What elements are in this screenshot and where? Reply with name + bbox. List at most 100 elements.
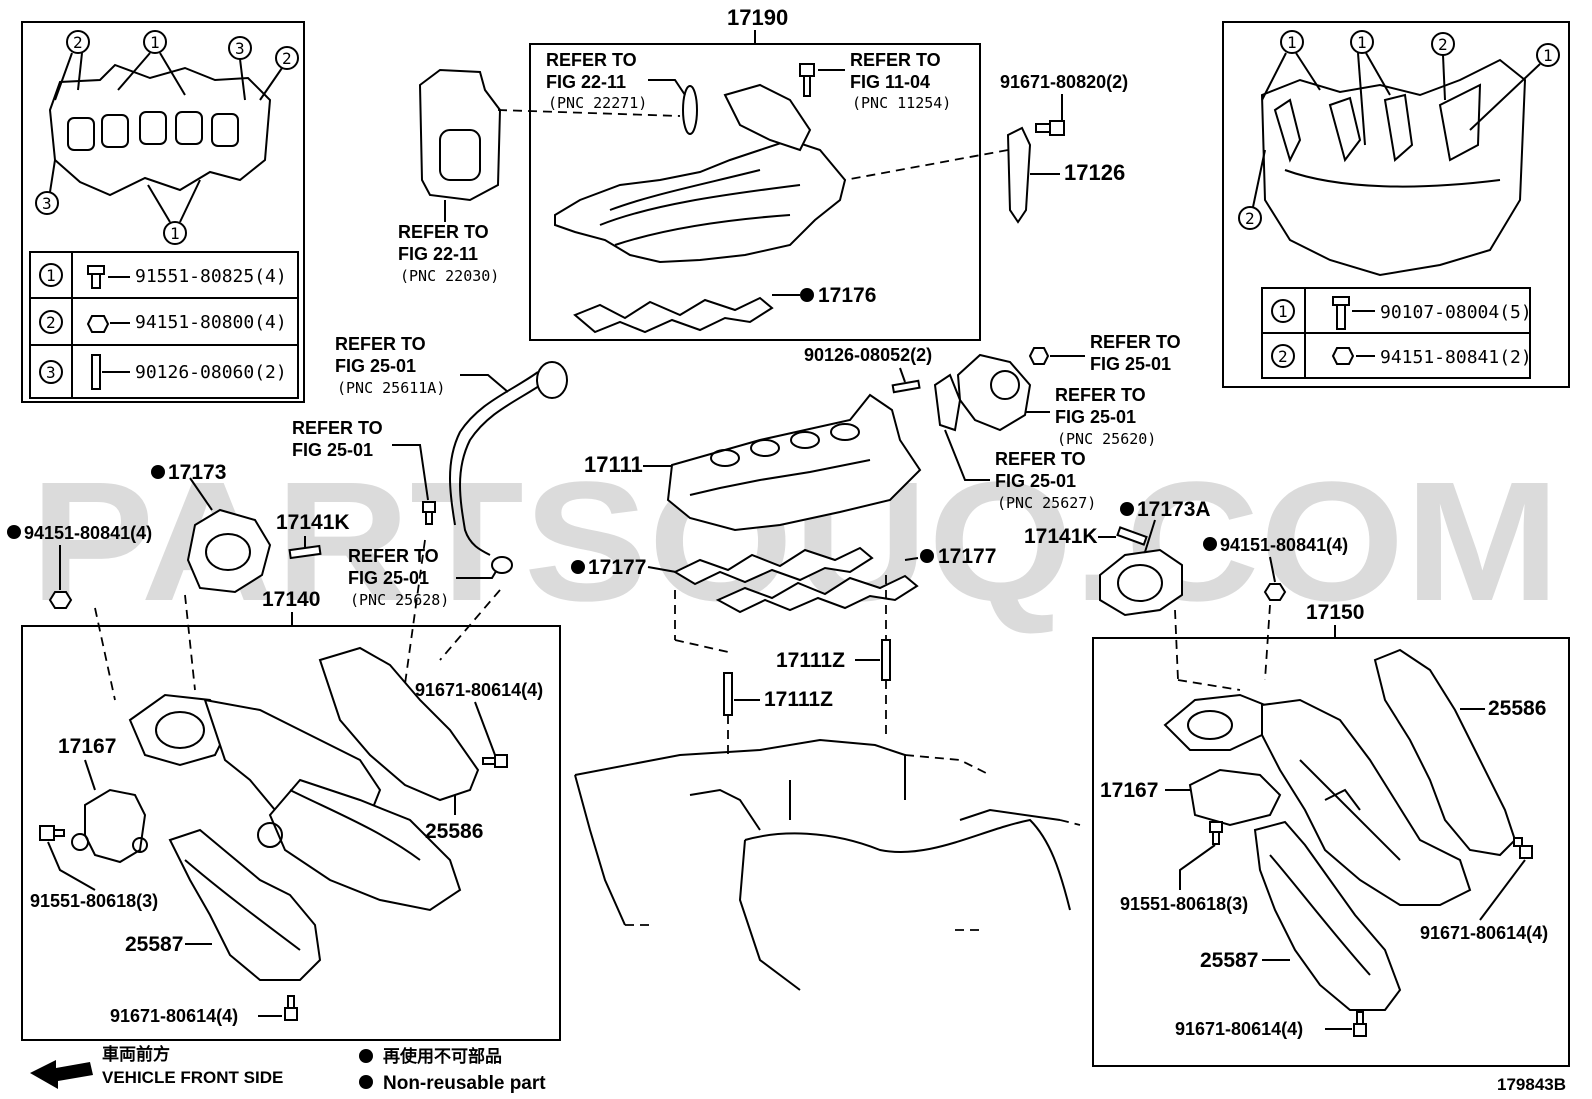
bolt-icon <box>1513 837 1533 859</box>
label-labels-p17173a: 17173A <box>1137 498 1211 521</box>
nut-icon <box>1263 583 1287 601</box>
label-left-inset-table-2-num: 3 <box>46 363 56 382</box>
label-labels-ref-11-04-3: (PNC 11254) <box>852 94 951 112</box>
exhaust-manifold-left <box>128 646 480 912</box>
stud-17111z-a <box>881 639 891 681</box>
bolt-icon <box>1353 1011 1367 1037</box>
arrow-left-icon <box>30 1060 93 1089</box>
nonreusable-dot <box>571 560 585 574</box>
label-labels-p25586-right: 25586 <box>1488 697 1546 720</box>
label-labels-p17167-left: 17167 <box>58 735 116 758</box>
label-labels-ref-22-11-a-2: FIG 22-11 <box>546 72 626 92</box>
nut-icon <box>86 315 110 333</box>
nonreusable-dot <box>1203 537 1217 551</box>
right-inset-table: 1 2 90107-08004(5) 94151-80841(2) <box>1261 287 1532 379</box>
label-labels-p94151-right: 94151-80841(4) <box>1220 535 1348 555</box>
label-labels-ref-25-01-top-1: REFER TO <box>1090 332 1181 352</box>
bolt-icon <box>482 754 508 768</box>
label-labels-p17126: 17126 <box>1064 160 1125 185</box>
vehicle-front-legend: 車両前方 VEHICLE FRONT SIDE <box>30 1044 283 1089</box>
bolt-icon <box>1035 120 1065 136</box>
label-labels-p91671-80614-l2: 91671-80614(4) <box>110 1006 238 1026</box>
bolt-icon <box>1209 821 1223 845</box>
lower-intake-manifold-17111 <box>666 393 922 532</box>
label-left-inset-callouts-2: 3 <box>235 39 245 58</box>
label-labels-p17111z-b: 17111Z <box>764 688 833 711</box>
bolt-icon <box>87 265 105 289</box>
label-labels-p17141k-right: 17141K <box>1024 525 1098 548</box>
nut-icon <box>48 591 73 609</box>
right-inset: 1 1 2 1 2 1 2 90107-08004(5) 94151-80841… <box>1222 21 1570 388</box>
gasket-17177-left <box>672 546 874 586</box>
label-left-inset-callouts-5: 1 <box>170 224 180 243</box>
label-labels-p17177-right: 17177 <box>938 545 996 568</box>
left-table-part-2: 94151-80800(4) <box>135 312 287 333</box>
label-left-inset-callouts-4: 3 <box>42 194 52 213</box>
label-labels-ref-25-01-mid-1: REFER TO <box>292 418 383 438</box>
label-labels-p91551-80618-left: 91551-80618(3) <box>30 891 158 911</box>
label-right-inset-callouts-3: 1 <box>1543 46 1553 65</box>
bolt-icon <box>1332 296 1350 330</box>
gasket-17176 <box>573 296 774 334</box>
label-labels-p17140: 17140 <box>262 588 320 611</box>
exhaust-box-left <box>21 625 561 1041</box>
label-labels-ref-25628-2: FIG 25-01 <box>348 568 429 588</box>
left-table-part-1: 91551-80825(4) <box>135 266 287 287</box>
exhaust-box-right <box>1092 637 1570 1067</box>
label-legend-nonreusable-cn: 再使用不可部品 <box>383 1046 502 1066</box>
label-labels-p17176: 17176 <box>818 284 876 307</box>
nonreusable-dot <box>920 549 934 563</box>
nonreusable-legend: 再使用不可部品 Non-reusable part <box>359 1046 546 1094</box>
label-labels-ref-25627-2: FIG 25-01 <box>995 471 1076 491</box>
label-labels-p91551-80618-right: 91551-80618(3) <box>1120 894 1248 914</box>
label-right-inset-callouts-2: 2 <box>1438 35 1448 54</box>
label-labels-p94151-left: 94151-80841(4) <box>24 523 152 543</box>
label-left-inset-callouts-1: 1 <box>150 33 160 52</box>
label-right-inset-callouts-0: 1 <box>1287 33 1297 52</box>
label-labels-ref-25627-1: REFER TO <box>995 449 1086 469</box>
label-labels-ref-22-11-b-1: REFER TO <box>398 222 489 242</box>
label-labels-p91671-80820: 91671-80820(2) <box>1000 72 1128 92</box>
label-right-inset-table-1-num: 2 <box>1278 347 1288 366</box>
stud-17111z-b <box>723 672 733 716</box>
label-labels-p17150: 17150 <box>1306 601 1364 624</box>
label-right-inset-table-0-num: 1 <box>1278 302 1288 321</box>
egr-pipe <box>449 361 568 556</box>
heat-insulator-25587-right <box>1253 820 1402 1011</box>
label-right-inset-callouts-4: 2 <box>1245 209 1255 228</box>
label-labels-ref-25628-3: (PNC 25628) <box>350 591 449 609</box>
label-17190: 17190 <box>727 5 788 30</box>
gasket-17173a <box>1099 548 1183 617</box>
engine-block <box>574 738 1081 991</box>
label-labels-p17111: 17111 <box>584 452 643 477</box>
label-labels-p91671-80614-r1: 91671-80614(4) <box>1420 923 1548 943</box>
bolt-icon <box>799 63 815 97</box>
label-labels-p17177-left: 17177 <box>588 556 646 579</box>
throttle-body <box>418 68 681 202</box>
label-left-inset-callouts-3: 2 <box>282 49 292 68</box>
label-legend-nonreusable-en: Non-reusable part <box>383 1073 546 1094</box>
label-labels-ref-25620-1: REFER TO <box>1055 385 1146 405</box>
intake-manifold <box>554 138 847 264</box>
label-labels-ref-25611a-3: (PNC 25611A) <box>337 379 445 397</box>
stud-icon <box>288 544 322 560</box>
nonreusable-dot <box>7 525 21 539</box>
bracket-17126: 91671-80820(2) 17126 <box>844 72 1128 224</box>
oxygen-sensor-17167-left <box>71 788 148 864</box>
nonreusable-dot <box>1120 502 1134 516</box>
label-labels-ref-25611a-2: FIG 25-01 <box>335 356 416 376</box>
label-labels-ref-22-11-b-2: FIG 22-11 <box>398 244 478 264</box>
nut-icon <box>1331 347 1355 365</box>
left-inset-gasket <box>48 63 272 197</box>
label-labels-p25587-right: 25587 <box>1200 949 1258 972</box>
exhaust-manifold-right-inset <box>1260 58 1527 277</box>
left-inset-callouts: 2 1 3 2 3 1 <box>35 30 299 245</box>
label-left-inset-callouts-0: 2 <box>73 33 83 52</box>
label-right-inset-table-1-part: 94151-80841(2) <box>1380 347 1532 368</box>
label-labels-ref-22-11-a-1: REFER TO <box>546 50 637 70</box>
o-ring <box>682 85 698 135</box>
label-labels-p91671-80614-r2: 91671-80614(4) <box>1175 1019 1303 1039</box>
stud-icon <box>1116 526 1148 546</box>
label-left-inset-table-0-num: 1 <box>46 266 56 285</box>
